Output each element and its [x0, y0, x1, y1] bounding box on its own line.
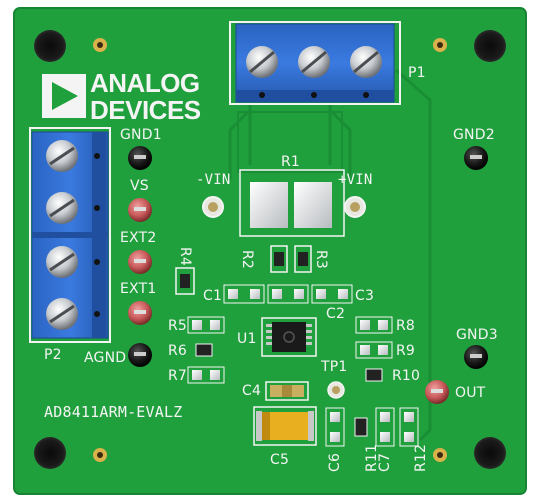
label-vs: VS: [130, 178, 149, 194]
label-ext2: EXT2: [120, 230, 157, 246]
label-gnd3: GND3: [456, 327, 498, 343]
board-model-label: AD8411ARM-EVALZ: [44, 403, 183, 421]
label-r7: R7: [168, 368, 188, 384]
label-minus-vin: -VIN: [196, 172, 231, 188]
label-c1: C1: [203, 288, 223, 304]
label-r6: R6: [168, 343, 188, 359]
label-c3: C3: [355, 288, 375, 304]
label-out: OUT: [455, 385, 486, 401]
label-r10: R10: [392, 368, 421, 384]
label-ext1: EXT1: [120, 281, 157, 297]
brand-name: ANALOG DEVICES: [90, 70, 201, 124]
label-tp1: TP1: [321, 359, 348, 375]
label-r3: R3: [313, 250, 329, 270]
label-p1: P1: [408, 65, 426, 81]
label-r5: R5: [168, 318, 188, 334]
label-r12: R12: [413, 443, 429, 472]
label-r9: R9: [396, 343, 416, 359]
label-r8: R8: [396, 318, 416, 334]
label-gnd1: GND1: [120, 127, 162, 143]
label-u1: U1: [237, 331, 257, 347]
label-r4: R4: [177, 247, 193, 267]
brand-line-2: DEVICES: [90, 95, 201, 125]
label-c2: C2: [326, 306, 346, 322]
analog-devices-logo: ANALOG DEVICES: [40, 70, 230, 130]
label-p2: P2: [44, 347, 62, 363]
label-agnd: AGND: [84, 350, 127, 366]
label-gnd2: GND2: [453, 127, 495, 143]
label-r1: R1: [281, 154, 301, 170]
brand-line-1: ANALOG: [90, 68, 200, 98]
label-r2: R2: [239, 250, 255, 270]
label-c6: C6: [327, 452, 343, 472]
label-plus-vin: +VIN: [338, 172, 373, 188]
label-c4: C4: [242, 383, 262, 399]
label-c7: C7: [377, 452, 393, 472]
label-c5: C5: [270, 452, 290, 468]
